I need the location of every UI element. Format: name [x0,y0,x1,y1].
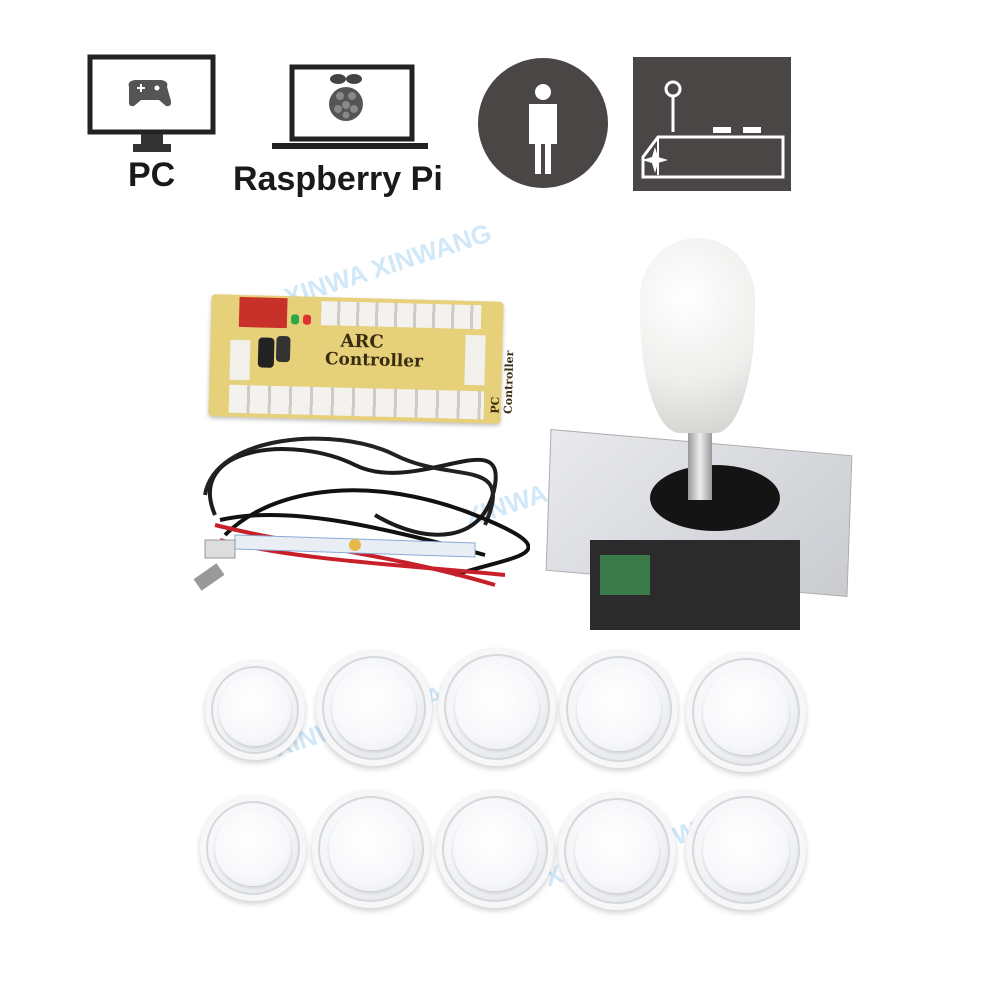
red-connector [238,296,288,329]
pc-label: PC [128,156,176,194]
raspberry-pi-label: Raspberry Pi [233,160,443,198]
laptop-raspberry-icon [272,64,428,149]
single-player-icon [478,58,608,188]
arcade-stick-icon [633,57,791,191]
arcade-button[interactable] [558,792,676,910]
arc-controller-board: ARC Controller PC Controller [208,294,516,424]
wire-harness [193,436,530,591]
pcb-side-text: PC Controller [488,350,517,415]
arcade-button[interactable] [312,790,430,908]
arcade-button[interactable] [686,652,806,772]
arcade-button[interactable] [316,650,432,766]
dust-washer [650,465,780,531]
arcade-button[interactable] [436,790,554,908]
monitor-gamepad-icon [87,54,216,152]
arcade-button[interactable] [560,650,678,768]
arcade-button[interactable] [686,790,806,910]
arcade-button[interactable] [200,795,306,901]
joystick-ball-top[interactable] [640,238,755,433]
pcb-title-line2: Controller [324,349,424,372]
arcade-button[interactable] [205,660,305,760]
arcade-button[interactable] [438,648,556,766]
